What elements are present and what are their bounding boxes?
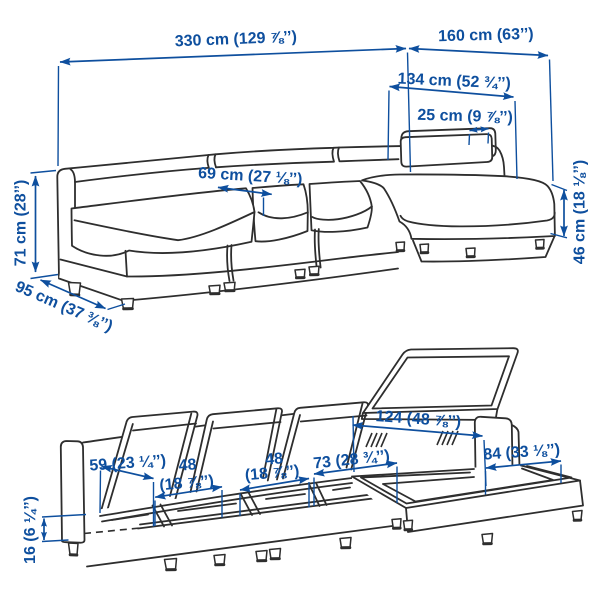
dimension-line	[408, 45, 549, 59]
extension-lines	[548, 59, 554, 182]
detail-lines	[371, 355, 510, 410]
dimension-line	[389, 83, 514, 101]
chaise-box-rim	[351, 464, 581, 509]
dimension-line	[101, 465, 154, 480]
hidden-floor-edge	[83, 527, 141, 535]
dim-seat-height: 46 cm (18 ⅛’’)	[550, 160, 589, 264]
dimension-line	[59, 45, 407, 66]
open-sofa-view: 59 (23 ¼’’) 48 (18 ⅞’’) 48 (18 ⅞’’) 73 (…	[22, 347, 584, 572]
headrest-front	[399, 133, 494, 168]
extension-lines	[57, 52, 412, 173]
dim-seat-height-label: 46 cm (18 ⅛’’)	[572, 160, 589, 264]
plinth-seam	[59, 251, 399, 278]
box-front-wall-bottom	[86, 524, 397, 568]
back-seam-1	[206, 153, 217, 169]
dimension-line	[469, 126, 489, 133]
dimension-line	[154, 484, 223, 500]
chaise-box-floor	[382, 467, 554, 503]
white-fill	[87, 474, 398, 567]
dim-storage-depth: 59 (23 ¼’’)	[89, 452, 167, 527]
extension-lines	[41, 513, 87, 543]
box-front-rim	[137, 490, 397, 530]
box-divider-2	[239, 491, 261, 516]
dimension-line	[485, 458, 562, 471]
dim-chaise-total-depth-label: 160 cm (63’’)	[438, 26, 534, 45]
dimension-line	[352, 421, 483, 440]
front-corner-edge	[124, 249, 128, 278]
dim-storage2-width: 48 (18 ⅞’’)	[154, 456, 223, 526]
dim-back-height: 71 cm (28’’)	[13, 169, 59, 280]
dim-total-width-label: 330 cm (129 ⅞’’)	[174, 29, 297, 51]
open-view-dimensions: 59 (23 ¼’’) 48 (18 ⅞’’) 48 (18 ⅞’’) 73 (…	[22, 408, 562, 564]
detail-lines	[195, 408, 282, 493]
dim-chaise-storage-length-label: 124 (48 ⅞’’)	[375, 408, 462, 431]
storage-boxes	[86, 474, 398, 568]
white-fill	[277, 402, 368, 480]
lid-1	[99, 410, 199, 516]
dim-storage4-width: 73 (28 ¾’’)	[312, 448, 398, 506]
closed-sofa-line-art	[56, 127, 556, 311]
sofa-back-top-inner-edge	[74, 158, 400, 183]
dim-storage-depth-label: 59 (23 ¼’’)	[89, 452, 167, 474]
open-sofa-line-art	[59, 347, 584, 572]
dim-seat-width: 69 cm (27 ⅛’’)	[198, 165, 303, 216]
detail-lines	[360, 408, 499, 421]
extension-lines	[107, 303, 126, 311]
extension-lines	[387, 90, 518, 180]
open-arm-panel	[59, 440, 86, 544]
dim-storage-height-label: 16 (6 ¼’’)	[22, 496, 39, 564]
headrest-top-edge	[400, 127, 497, 158]
dim-storage-height: 16 (6 ¼’’)	[22, 496, 87, 564]
dim-chaise-seat-length: 134 cm (52 ¾’’)	[387, 71, 518, 180]
seat-cushion-3	[308, 180, 373, 233]
dim-back-height-label: 71 cm (28’’)	[13, 180, 30, 267]
hinge-hatch-1	[365, 432, 388, 448]
open-sofa-feet	[67, 509, 583, 572]
cushion-front-fold-edges	[73, 205, 373, 242]
extension-lines	[30, 169, 59, 280]
dim-headrest-depth-label: 25 cm (9 ⅞’’)	[417, 107, 513, 126]
front-band-seam-2	[313, 228, 322, 270]
dim-storage3-width-label-2: (18 ⅞’’)	[244, 463, 300, 485]
back-seam-2	[331, 146, 341, 163]
dim-chaise-storage-width-label: 84 (33 ⅛’’)	[483, 441, 561, 463]
box-floor-lines	[111, 486, 351, 521]
detail-lines	[510, 424, 521, 469]
dim-chaise-storage-width: 84 (33 ⅛’’)	[483, 441, 562, 495]
extension-lines	[99, 470, 155, 527]
dim-storage3-width: 48 (18 ⅞’’)	[239, 450, 310, 516]
lid-2	[189, 407, 283, 493]
dim-chaise-total-depth: 160 cm (63’’)	[408, 26, 554, 182]
dim-chaise-seat-length-label: 134 cm (52 ¾’’)	[397, 71, 511, 93]
sofa-foot	[67, 542, 79, 556]
dim-storage2-width-label-2: (18 ⅞’’)	[159, 473, 215, 495]
front-band-seam-1	[226, 244, 235, 282]
dim-storage2-width-label-1: 48	[178, 456, 197, 474]
chaise-floor	[412, 235, 556, 263]
seat-cushion-1	[70, 187, 256, 257]
dim-storage3-width-label-1: 48	[265, 450, 284, 468]
closed-sofa-view: 330 cm (129 ⅞’’) 160 cm (63’’) 134 cm (5…	[13, 26, 589, 336]
dimension-line	[217, 184, 273, 197]
dim-total-width: 330 cm (129 ⅞’’)	[57, 29, 412, 173]
dimension-line	[40, 279, 106, 310]
open-lids	[99, 347, 519, 516]
dimension-line	[239, 476, 310, 493]
sofa-back-outline	[56, 144, 506, 279]
dimension-line	[313, 460, 398, 477]
dim-seat-width-label: 69 cm (27 ⅛’’)	[198, 165, 303, 188]
extension-lines	[468, 132, 490, 146]
seat-cushion-2	[251, 183, 309, 243]
dim-headrest-depth: 25 cm (9 ⅞’’)	[417, 107, 513, 146]
chaise-front-fold-edge	[399, 211, 556, 228]
